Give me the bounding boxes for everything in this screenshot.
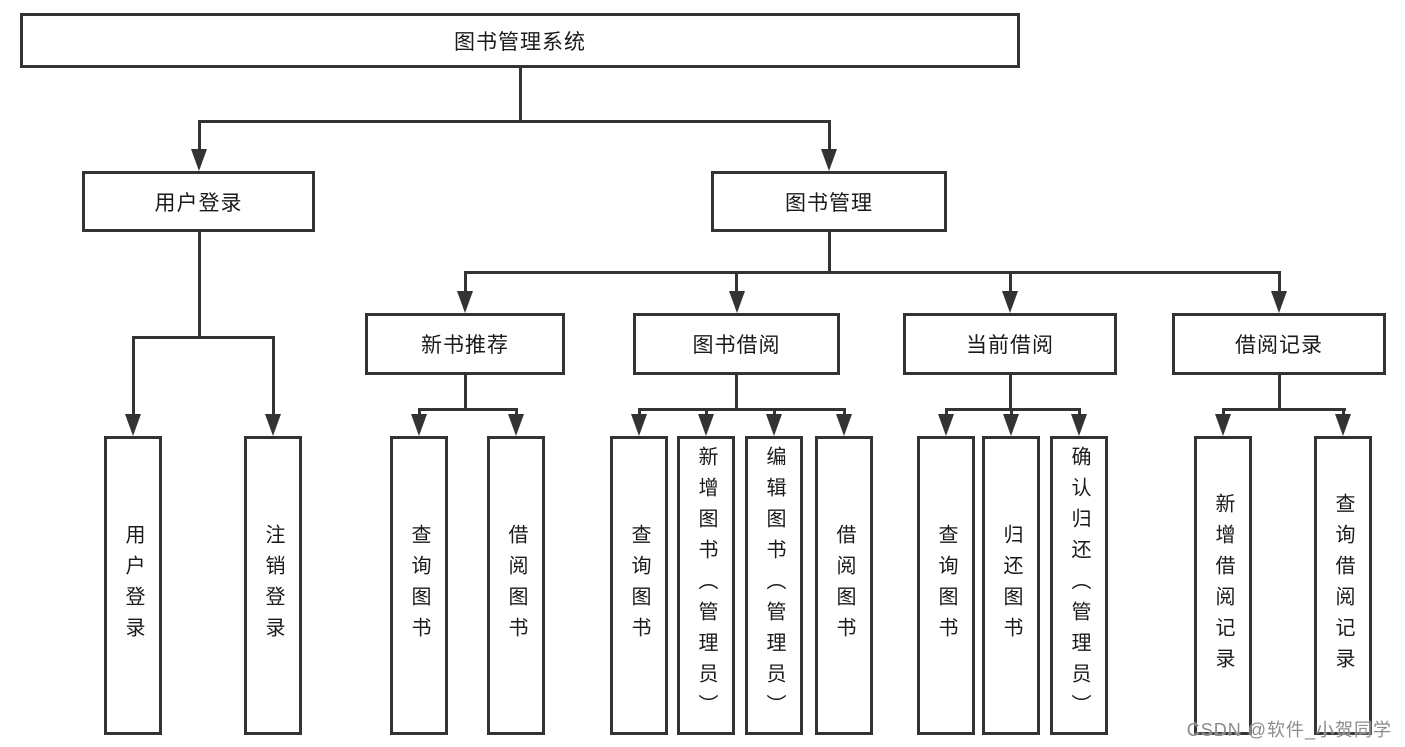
edge-drop-recommend-query (417, 408, 421, 416)
leaf-query-books-borrow: 查询图书 (610, 436, 668, 735)
edge-root-stem (518, 68, 522, 120)
edge-drop-records-query (1341, 408, 1345, 416)
edge-drop-book-borrowing (735, 271, 738, 293)
arrowhead-records-add (1215, 414, 1231, 436)
edge-borrowing-stem (735, 375, 738, 408)
leaf-query-borrow-record: 查询借阅记录 (1314, 436, 1372, 735)
arrowhead-records-query (1335, 414, 1351, 436)
edge-records-stem (1277, 375, 1281, 408)
arrowhead-borrowing-borrow (836, 414, 852, 436)
edge-recommend-stem (463, 375, 467, 408)
node-current-borrowing: 当前借阅 (903, 313, 1117, 375)
edge-book-management-stem (827, 232, 831, 271)
leaf-borrow-books: 借阅图书 (815, 436, 873, 735)
edge-current-rail (944, 408, 1081, 411)
edge-drop-new-book-recommendation (463, 271, 467, 293)
arrowhead-current-query (938, 414, 954, 436)
leaf-edit-books-admin: 编辑图书（管理员） (745, 436, 803, 735)
csdn-watermark: CSDN @软件_小贺同学 (1186, 720, 1392, 740)
edge-root-rail (197, 120, 831, 123)
node-book-management: 图书管理 (711, 171, 947, 232)
node-root-library-management-system: 图书管理系统 (20, 13, 1020, 68)
arrowhead-new-book-recommendation (457, 291, 473, 313)
leaf-add-borrow-record: 新增借阅记录 (1194, 436, 1252, 735)
edge-drop-borrowing-borrow (842, 408, 846, 416)
node-book-borrowing: 图书借阅 (633, 313, 840, 375)
arrowhead-leaf-user-login (125, 414, 141, 436)
edge-drop-user-login (197, 120, 201, 152)
edge-drop-current-borrowing (1008, 271, 1012, 293)
edge-records-rail (1221, 408, 1346, 411)
edge-drop-borrowing-query (637, 408, 641, 416)
node-user-login: 用户登录 (82, 171, 315, 232)
arrowhead-current-confirm (1071, 414, 1087, 436)
edge-current-stem (1008, 375, 1012, 408)
edge-recommend-rail (417, 408, 518, 411)
edge-drop-borrowing-edit (772, 408, 776, 416)
edge-drop-current-return (1009, 408, 1013, 416)
arrowhead-leaf-logout (265, 414, 281, 436)
leaf-confirm-return-admin: 确认归还（管理员） (1050, 436, 1108, 735)
leaf-add-books-admin: 新增图书（管理员） (677, 436, 735, 735)
leaf-query-books-recommend: 查询图书 (390, 436, 448, 735)
leaf-query-books-current: 查询图书 (917, 436, 975, 735)
edge-drop-current-confirm (1077, 408, 1081, 416)
edge-user-login-rail (131, 336, 275, 339)
edge-drop-borrowing-add (704, 408, 708, 416)
edge-drop-book-management (827, 120, 831, 152)
edge-drop-leaf-user-login (131, 336, 135, 417)
arrowhead-current-return (1003, 414, 1019, 436)
node-borrowing-records: 借阅记录 (1172, 313, 1386, 375)
edge-drop-borrowing-records (1277, 271, 1281, 293)
arrowhead-recommend-query (411, 414, 427, 436)
arrowhead-recommend-borrow (508, 414, 524, 436)
node-new-book-recommendation: 新书推荐 (365, 313, 565, 375)
leaf-user-login: 用户登录 (104, 436, 162, 735)
edge-drop-records-add (1221, 408, 1225, 416)
arrowhead-borrowing-query (631, 414, 647, 436)
arrowhead-borrowing-add (698, 414, 714, 436)
edge-drop-current-query (944, 408, 948, 416)
edge-drop-leaf-logout (271, 336, 275, 417)
edge-borrowing-rail (637, 408, 846, 411)
edge-user-login-stem (197, 232, 201, 336)
arrowhead-book-management (821, 149, 837, 171)
leaf-logout: 注销登录 (244, 436, 302, 735)
arrowhead-borrowing-edit (766, 414, 782, 436)
arrowhead-book-borrowing (728, 291, 745, 313)
arrowhead-borrowing-records (1271, 291, 1287, 313)
leaf-borrow-books-recommend: 借阅图书 (487, 436, 545, 735)
leaf-return-books: 归还图书 (982, 436, 1040, 735)
arrowhead-current-borrowing (1002, 291, 1018, 313)
edge-book-management-rail (463, 271, 1281, 274)
edge-drop-recommend-borrow (514, 408, 518, 416)
arrowhead-user-login (191, 149, 207, 171)
